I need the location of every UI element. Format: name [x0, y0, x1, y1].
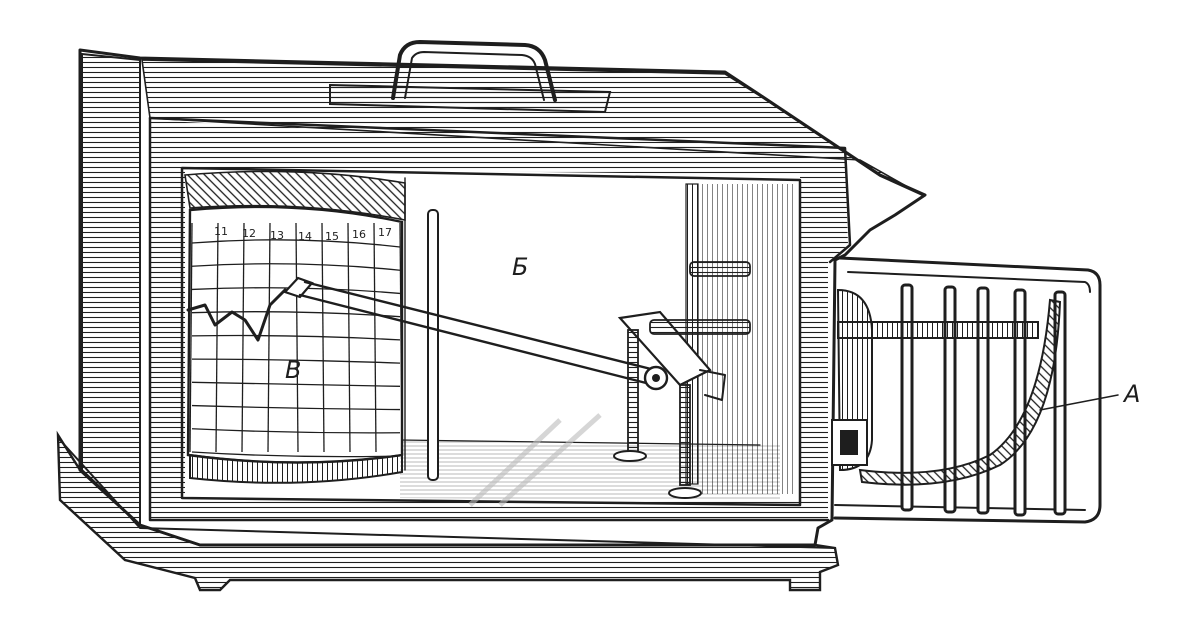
grid-line — [191, 428, 401, 434]
grid-line — [191, 334, 401, 341]
case-base — [56, 430, 840, 592]
grid-line — [241, 222, 245, 453]
grid-line — [373, 222, 377, 453]
grid-line — [191, 239, 401, 248]
hour-label: 16 — [352, 228, 366, 241]
hour-label: 11 — [214, 225, 228, 238]
recording-drum: 11 12 13 14 15 16 17 — [184, 170, 406, 484]
label-v: В — [285, 356, 301, 384]
grid-line — [295, 222, 299, 453]
pen-arm — [283, 261, 751, 499]
hour-label: 13 — [270, 229, 284, 242]
grid-line — [191, 263, 401, 271]
chart-hour-labels: 11 12 13 14 15 16 17 — [214, 225, 392, 243]
grid-line — [191, 381, 401, 387]
grid-line — [191, 451, 401, 458]
label-a: А — [1122, 380, 1140, 408]
hour-label: 17 — [378, 226, 392, 239]
aneroid-cage — [831, 256, 1102, 524]
grid-line — [215, 222, 219, 453]
carry-handle — [329, 40, 612, 114]
label-a-leader — [1039, 394, 1119, 411]
hour-label: 12 — [242, 227, 256, 240]
grid-line — [267, 222, 271, 453]
hour-label: 14 — [298, 230, 312, 243]
grid-line — [321, 222, 325, 453]
grid-line — [399, 222, 403, 453]
label-b: Б — [512, 253, 528, 281]
hour-label: 15 — [325, 230, 339, 243]
grid-line — [191, 358, 401, 364]
grid-line — [189, 222, 193, 453]
pressure-trace — [186, 288, 287, 342]
grid-line — [191, 404, 401, 411]
